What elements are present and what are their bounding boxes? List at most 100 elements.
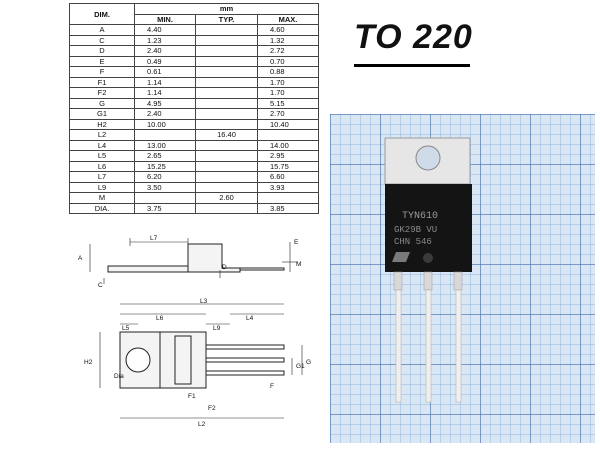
top-view-drawing: L3 L6 L5 L9 L4 H2 Dia G G1 F F1 F2 L2 xyxy=(84,298,311,428)
cell-dim: L7 xyxy=(69,171,135,183)
cell-min: 4.95 xyxy=(134,97,196,109)
cell-dim: G1 xyxy=(69,108,135,120)
cell-typ xyxy=(195,118,258,130)
label-C: C xyxy=(98,282,103,289)
cell-typ xyxy=(195,181,258,193)
cell-max: 0.70 xyxy=(257,55,319,67)
cell-max: 3.85 xyxy=(257,202,319,214)
cell-max xyxy=(257,192,319,204)
label-L6: L6 xyxy=(156,315,164,322)
cell-typ xyxy=(195,108,258,120)
cell-min xyxy=(134,192,196,204)
marking-line-3: CHN 546 xyxy=(394,237,432,247)
cell-min: 2.65 xyxy=(134,150,196,162)
pin1-dot xyxy=(423,253,433,263)
cell-min: 2.40 xyxy=(134,108,196,120)
cell-typ xyxy=(195,55,258,67)
cell-min: 4.40 xyxy=(134,24,196,36)
cell-typ xyxy=(195,34,258,46)
cell-dim: DIA. xyxy=(69,202,135,214)
cell-max xyxy=(257,129,319,141)
label-E: E xyxy=(294,239,299,246)
label-H2: H2 xyxy=(84,359,93,366)
table-subheader-row: MIN. TYP. MAX. xyxy=(70,13,319,25)
to220-illustration: TYN610 GK29B VU CHN 546 xyxy=(384,137,472,403)
st-logo-icon xyxy=(392,252,410,262)
mounting-hole xyxy=(125,347,151,373)
cell-min: 0.49 xyxy=(134,55,196,67)
cell-dim: G xyxy=(69,97,135,109)
cell-max: 6.60 xyxy=(257,171,319,183)
cell-typ xyxy=(195,45,258,57)
cell-min: 2.40 xyxy=(134,45,196,57)
label-L3: L3 xyxy=(200,298,208,305)
cell-dim: D xyxy=(69,45,135,57)
lead-middle xyxy=(425,289,432,403)
cell-max: 15.75 xyxy=(257,160,319,172)
cell-min: 10.00 xyxy=(134,118,196,130)
cell-min: 0.61 xyxy=(134,66,196,78)
cell-min: 1.14 xyxy=(134,87,196,99)
lead-2 xyxy=(205,357,285,363)
cell-typ xyxy=(195,97,258,109)
cell-typ xyxy=(195,66,258,78)
cell-min: 1.14 xyxy=(134,76,196,88)
cell-typ xyxy=(195,139,258,151)
side-view-tab xyxy=(107,265,189,273)
header-unit: mm xyxy=(134,3,319,15)
table-row: L2 16.40 xyxy=(69,129,319,141)
cell-max: 1.70 xyxy=(257,87,319,99)
cell-max: 3.93 xyxy=(257,181,319,193)
cell-dim: L2 xyxy=(69,129,135,141)
label-F: F xyxy=(270,383,274,390)
header-min: MIN. xyxy=(134,13,196,25)
cell-dim: A xyxy=(69,24,135,36)
table-row: DIA.3.75 3.85 xyxy=(69,202,319,214)
header-dim: DIM. xyxy=(69,3,135,25)
label-L9: L9 xyxy=(213,325,221,332)
cell-dim: H2 xyxy=(69,118,135,130)
cell-typ xyxy=(195,76,258,88)
side-view-drawing: A L7 C D E M xyxy=(78,235,301,289)
cell-max: 0.88 xyxy=(257,66,319,78)
cell-typ: 16.40 xyxy=(195,129,258,141)
cell-typ xyxy=(195,24,258,36)
component-photo: TYN610 GK29B VU CHN 546 xyxy=(330,114,595,443)
label-L5: L5 xyxy=(122,325,130,332)
side-view-lead xyxy=(240,267,285,271)
cell-dim: L5 xyxy=(69,150,135,162)
label-A: A xyxy=(78,255,83,262)
cell-min: 3.75 xyxy=(134,202,196,214)
cell-max: 2.95 xyxy=(257,150,319,162)
cell-max: 2.70 xyxy=(257,108,319,120)
header-typ: TYP. xyxy=(195,13,258,25)
side-view-body xyxy=(187,243,241,273)
cell-max: 14.00 xyxy=(257,139,319,151)
table-header-row: DIM. mm xyxy=(69,3,319,25)
label-F1: F1 xyxy=(188,393,196,400)
cell-dim: M xyxy=(69,192,135,204)
cell-max: 1.32 xyxy=(257,34,319,46)
label-D: D xyxy=(222,264,227,271)
cell-typ xyxy=(195,171,258,183)
cell-max: 2.72 xyxy=(257,45,319,57)
cell-dim: L9 xyxy=(69,181,135,193)
cell-dim: F2 xyxy=(69,87,135,99)
tab-hole xyxy=(415,145,441,171)
label-L7: L7 xyxy=(150,235,158,242)
cell-dim: F1 xyxy=(69,76,135,88)
